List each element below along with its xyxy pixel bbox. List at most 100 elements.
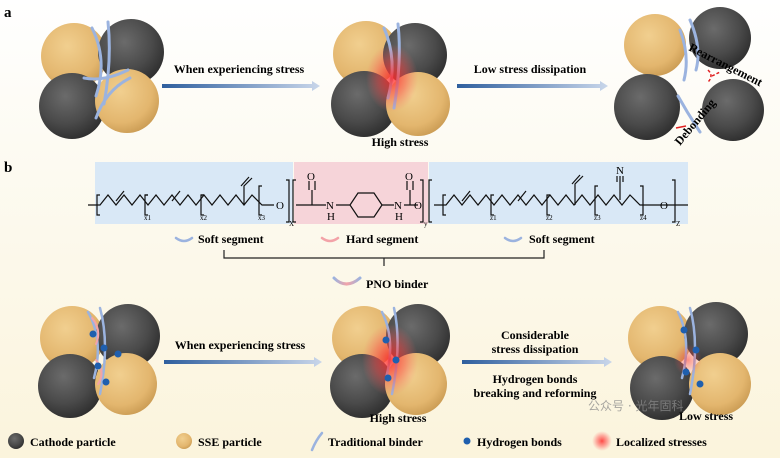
arrow-a1 [162, 81, 320, 91]
localized-stress [366, 44, 418, 112]
hydrogen-bond [384, 374, 392, 382]
hydrogen-bond [94, 362, 102, 370]
hydrogen-bond [696, 380, 704, 388]
legend-hbond-swatch [463, 437, 471, 445]
atom-o-5: O [660, 200, 668, 212]
traditional-binder [82, 20, 132, 120]
legend-hbond-label: Hydrogen bonds [477, 435, 562, 449]
pno-binder-label: PNO binder [366, 277, 429, 291]
cathode-particle [614, 74, 680, 140]
arrow-b2 [462, 357, 612, 367]
pno-hard-segment [91, 317, 103, 385]
legend-binder-label: Traditional binder [328, 435, 423, 449]
cathode-particle [96, 304, 160, 368]
sub-Z: Z [676, 220, 680, 228]
sub-x1: x1 [144, 214, 152, 222]
panel-b-label: b [4, 160, 12, 176]
sub-X: X [289, 220, 294, 228]
sub-z4: z4 [640, 214, 647, 222]
cluster-a2 [331, 21, 450, 137]
cluster-b3 [628, 302, 751, 420]
arrow-a2-label: Low stress dissipation [474, 62, 587, 76]
dissipation-line-1: Considerable [501, 328, 570, 342]
arrow-b1-label: When experiencing stress [175, 338, 306, 352]
legend-stress-label: Localized stresses [616, 435, 707, 449]
soft-segment-box-1 [95, 162, 293, 224]
legend-cathode-swatch [8, 433, 24, 449]
hard-segment-label: Hard segment [346, 232, 418, 246]
chemical-structure [88, 174, 688, 223]
cathode-particle [702, 79, 764, 141]
cathode-particle [39, 73, 105, 139]
bracket [223, 250, 545, 266]
rearrangement-arrow [707, 69, 721, 83]
atom-n-2: N [394, 200, 402, 212]
panel-a-label: a [4, 5, 12, 21]
soft-segment-icon-1 [174, 236, 194, 243]
cathode-particle [98, 19, 164, 85]
atom-h-2: H [395, 211, 403, 223]
cathode-particle [684, 302, 748, 366]
sse-particle [40, 306, 104, 370]
cluster-a3 [614, 7, 764, 141]
hydrogen-bond [680, 326, 688, 334]
sse-particle [624, 14, 686, 76]
watermark: 公众号 · 光年固科 [588, 399, 683, 413]
soft-segment-icon-2 [503, 236, 523, 243]
legend-binder-swatch [310, 431, 324, 452]
sse-particle [95, 69, 159, 133]
cathode-particle [38, 354, 102, 418]
soft-segment-box-2 [429, 162, 688, 224]
atom-h-1: H [327, 211, 335, 223]
sub-y: y [424, 220, 428, 228]
debonding-arrow [675, 125, 687, 129]
atom-o-1: O [276, 200, 284, 212]
sub-z3: z3 [594, 214, 601, 222]
legend-sse-swatch [176, 433, 192, 449]
sub-x2: x2 [200, 214, 208, 222]
sub-z1: z1 [490, 214, 497, 222]
cluster-b1 [38, 304, 160, 418]
atom-o-2: O [307, 171, 315, 183]
hydrogen-bond [392, 356, 400, 364]
soft-segment-label-1: Soft segment [198, 232, 264, 246]
traditional-binder [676, 18, 702, 134]
arrow-b1 [164, 357, 322, 367]
cathode-particle [630, 356, 694, 420]
hydrogen-bond [692, 346, 700, 354]
low-stress-label: Low stress [679, 409, 733, 423]
hbond-line-2: breaking and reforming [474, 386, 597, 400]
legend-stress-swatch [592, 431, 612, 451]
hydrogen-bond [382, 336, 390, 344]
legend: Cathode particle SSE particle Traditiona… [8, 431, 707, 452]
legend-sse-label: SSE particle [198, 435, 262, 449]
hbond-line-1: Hydrogen bonds [493, 372, 578, 386]
atom-n-3: N [616, 165, 624, 177]
legend-cathode-label: Cathode particle [30, 435, 116, 449]
hydrogen-bond [682, 368, 690, 376]
atom-n-1: N [326, 200, 334, 212]
atom-o-3: O [405, 171, 413, 183]
sse-particle [95, 353, 157, 415]
high-stress-label-b: High stress [370, 411, 427, 425]
structure-labels: x1 x2 x3 O X O N H N H O O y z1 z2 z3 N … [144, 165, 680, 228]
soft-segment-label-2: Soft segment [529, 232, 595, 246]
sub-x3: x3 [258, 214, 266, 222]
hydrogen-bond [89, 330, 97, 338]
sub-z2: z2 [546, 214, 553, 222]
hydrogen-bond [114, 350, 122, 358]
localized-stress [362, 324, 418, 396]
cluster-b2 [330, 304, 450, 418]
arrow-a2 [457, 81, 608, 91]
pno-binder-icon [332, 276, 362, 286]
cluster-a1 [39, 19, 164, 139]
hard-segment-icon [320, 236, 340, 243]
sse-particle [41, 23, 107, 89]
atom-o-4: O [414, 200, 422, 212]
cathode-particle [689, 7, 751, 69]
arrow-a1-label: When experiencing stress [174, 62, 305, 76]
hydrogen-bond [102, 378, 110, 386]
hydrogen-bond [100, 344, 108, 352]
